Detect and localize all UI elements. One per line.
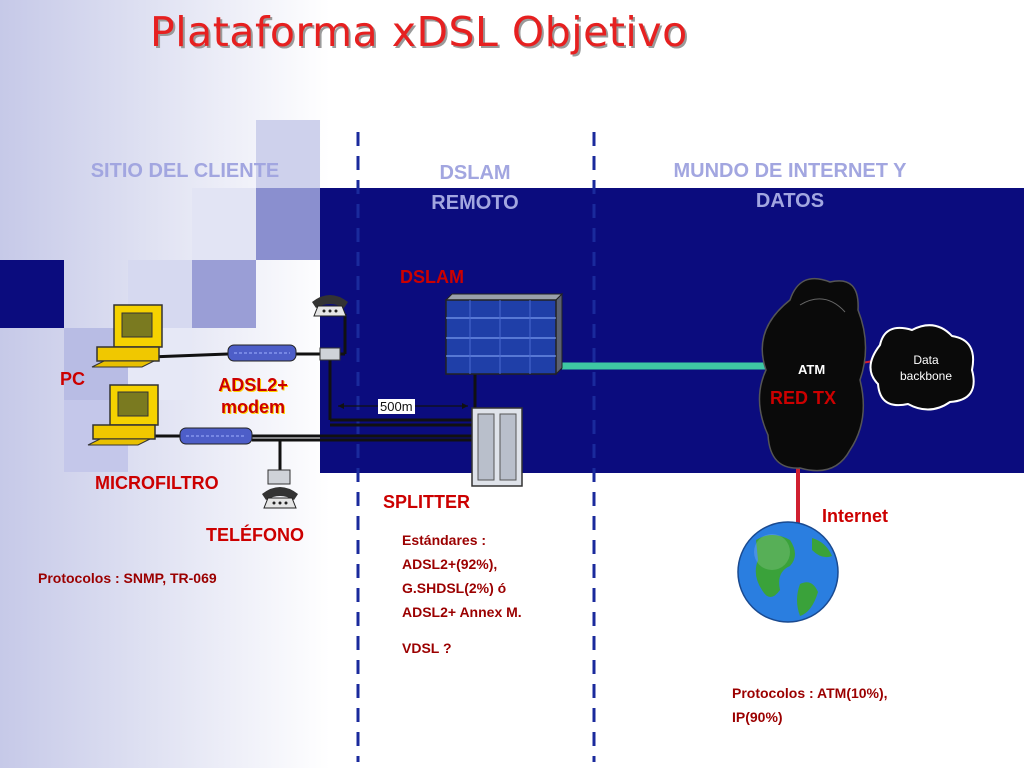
deco-square (192, 188, 256, 260)
microfilter-icon (319, 347, 341, 361)
header-dslam: DSLAM REMOTO (400, 158, 550, 218)
label-atm: ATM (798, 362, 826, 377)
note-estandares-line4: ADSL2+ Annex M. (402, 604, 522, 620)
note-protocolos-cliente: Protocolos : SNMP, TR-069 (38, 570, 217, 586)
label-adsl-line1: ADSL2+ (218, 375, 288, 395)
deco-square (192, 260, 256, 328)
label-adsl-line2: modem (220, 397, 285, 417)
cables (149, 314, 477, 470)
atm-cloud-icon (758, 277, 867, 472)
dslam-rack-icon (444, 292, 564, 376)
note-estandares: Estándares : ADSL2+(92%), G.SHDSL(2%) ó … (402, 528, 522, 624)
note-protocolos-internet-line1: Protocolos : ATM(10%), (732, 685, 888, 701)
label-adsl-modem: ADSL2+ modem (198, 374, 308, 418)
label-dslam: DSLAM (400, 267, 464, 287)
label-internet: Internet (822, 506, 889, 526)
header-cliente: SITIO DEL CLIENTE (90, 160, 280, 182)
label-microfiltro: MICROFILTRO (95, 473, 219, 493)
label-pc: PC (60, 369, 86, 389)
splitter-icon (471, 407, 523, 487)
header-internet: MUNDO DE INTERNET Y DATOS (620, 156, 960, 216)
note-estandares-line2: ADSL2+(92%), (402, 556, 498, 572)
header-internet-line1: MUNDO DE INTERNET Y (673, 160, 907, 182)
label-data-line2: backbone (899, 369, 953, 383)
band-left-block (0, 260, 64, 328)
telephone-icon (312, 295, 348, 317)
pc-icon (91, 304, 163, 368)
deco-square (256, 188, 320, 260)
label-splitter: SPLITTER (383, 492, 471, 512)
globe-icon (737, 521, 839, 623)
label-red-tx: RED TX (770, 388, 837, 408)
page-title: Plataforma xDSL Objetivo (150, 8, 688, 56)
label-telefono: TELÉFONO (206, 525, 304, 545)
label-data-line1: Data (913, 353, 939, 367)
modem-icon (179, 427, 253, 445)
note-protocolos-internet-line2: IP(90%) (732, 709, 783, 725)
telephone-icon (262, 487, 298, 509)
microfilter-icon (267, 469, 291, 485)
note-vdsl: VDSL ? (402, 640, 452, 656)
note-estandares-line1: Estándares : (402, 532, 487, 548)
header-dslam-line2: REMOTO (431, 192, 519, 214)
pc-icon (87, 384, 159, 446)
label-distance: 500m (378, 399, 415, 414)
header-dslam-line1: DSLAM (439, 162, 511, 184)
modem-icon (227, 344, 297, 362)
data-backbone-cloud-icon (869, 324, 975, 411)
header-internet-line2: DATOS (755, 190, 825, 212)
deco-square (256, 120, 320, 188)
note-estandares-line3: G.SHDSL(2%) ó (402, 580, 507, 596)
label-data-backbone: Data backbone (876, 352, 976, 384)
note-protocolos-internet: Protocolos : ATM(10%), IP(90%) (732, 681, 888, 729)
